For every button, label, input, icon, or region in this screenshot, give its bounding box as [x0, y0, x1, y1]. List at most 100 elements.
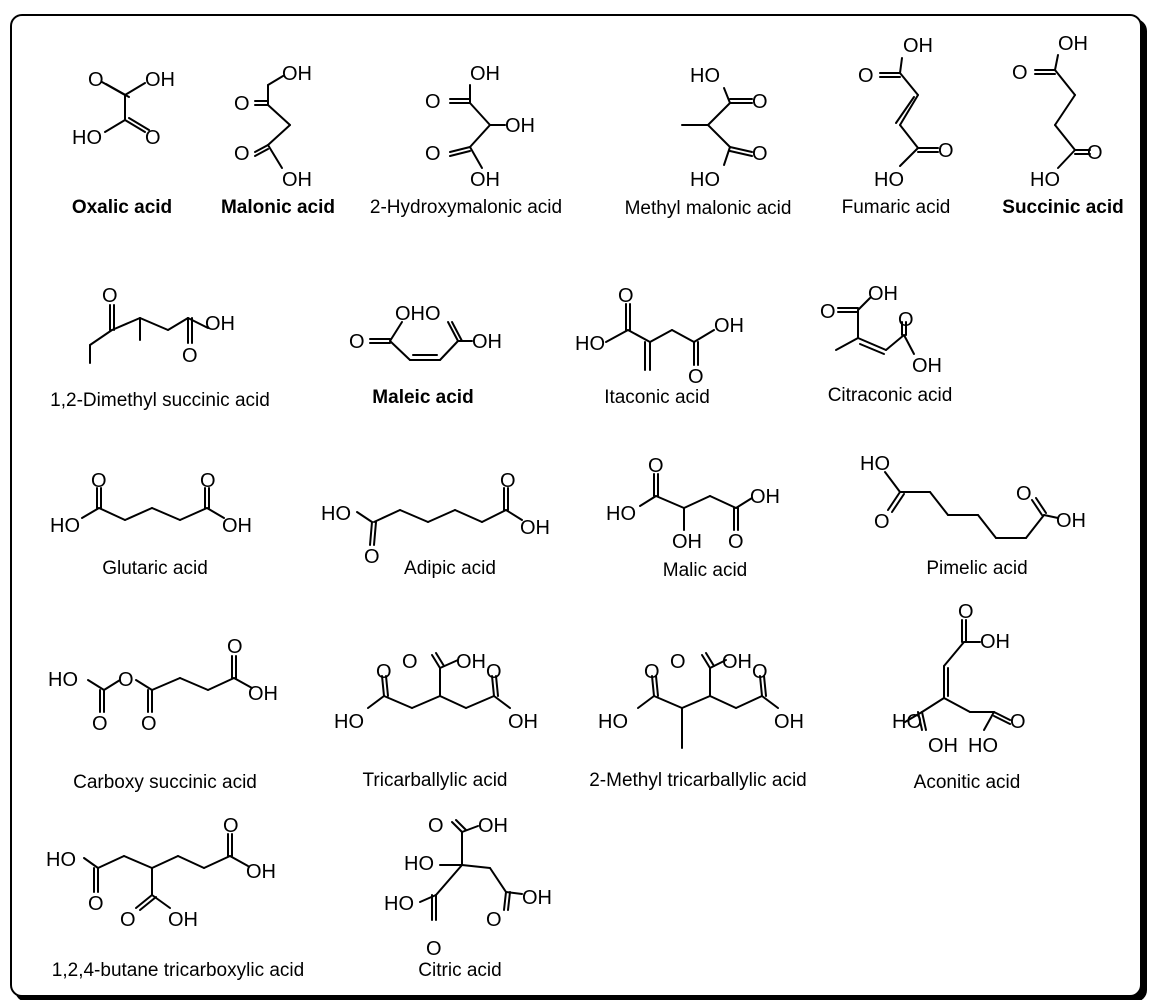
atom-label: OH [774, 711, 804, 733]
atom-label: HO [72, 127, 102, 149]
atom-label: OH [282, 63, 312, 85]
structure-dimethylsuccinic: O OH O [89, 285, 235, 367]
atom-label: O [428, 815, 444, 837]
atom-label: O [425, 143, 441, 165]
atom-label: O [182, 345, 198, 367]
atom-label: O [91, 470, 107, 492]
atom-label: OH [456, 651, 486, 673]
atom-label: OH [1056, 510, 1086, 532]
atom-label: HO [48, 669, 78, 691]
atom-label: OH [520, 517, 550, 539]
atom-label: HO [874, 169, 904, 191]
structure-itaconic: O HO OH O [575, 285, 744, 388]
atom-label: O [425, 303, 441, 325]
atom-label: O [349, 331, 365, 353]
compound-name-carboxysuccinic: Carboxy succinic acid [73, 772, 257, 793]
atom-label: O [120, 909, 136, 931]
structure-malic: O HO OH OH O [606, 455, 780, 553]
atom-label: OH [395, 303, 425, 325]
atom-label: OH [980, 631, 1010, 653]
structure-fumaric: OH O O HO [858, 35, 954, 191]
structure-citraconic: O OH O OH [820, 283, 942, 377]
compound-name-aconitic: Aconitic acid [913, 772, 1021, 793]
compound-name-fumaric: Fumaric acid [841, 197, 951, 218]
atom-label: HO [690, 169, 720, 191]
atom-label: O [874, 511, 890, 533]
atom-label: O [644, 661, 660, 683]
atom-label: O [728, 531, 744, 553]
atom-label: OH [205, 313, 235, 335]
compound-name-glutaric: Glutaric acid [102, 558, 208, 579]
atom-label: O [426, 938, 442, 960]
atom-label: OH [750, 486, 780, 508]
atom-label: HO [46, 849, 76, 871]
compound-name-dimethylsuccinic: 1,2-Dimethyl succinic acid [50, 390, 270, 411]
figure-frame [10, 14, 1142, 997]
atom-label: OH [246, 861, 276, 883]
atom-label: O [88, 893, 104, 915]
atom-label: OH [505, 115, 535, 137]
atom-label: OH [470, 169, 500, 191]
atom-label: OH [282, 169, 312, 191]
structure-maleic: O OH O OH [349, 303, 502, 361]
atom-label: O [618, 285, 634, 307]
atom-label: O [486, 909, 502, 931]
atom-label: O [118, 669, 134, 691]
structure-hydroxymalonic: OH O OH O OH [425, 63, 535, 191]
atom-label: O [500, 470, 516, 492]
atom-label: OH [478, 815, 508, 837]
compound-name-citraconic: Citraconic acid [827, 385, 953, 406]
atom-label: OH [672, 531, 702, 553]
atom-label: O [670, 651, 686, 673]
atom-label: O [1016, 483, 1032, 505]
compound-name-succinic: Succinic acid [1002, 197, 1124, 218]
atom-label: O [92, 713, 108, 735]
atom-label: OH [508, 711, 538, 733]
atom-label: O [1087, 142, 1103, 164]
atom-label: O [376, 661, 392, 683]
structure-methylmalonic: HO O O HO [681, 65, 768, 191]
atom-label: O [958, 601, 974, 623]
atom-label: O [227, 636, 243, 658]
atom-label: O [1010, 711, 1026, 733]
compound-name-itaconic: Itaconic acid [604, 387, 710, 408]
structure-oxalic: O OH HO O [72, 69, 175, 149]
atom-label: O [364, 546, 380, 568]
compound-name-adipic: Adipic acid [404, 558, 496, 579]
atom-label: OH [168, 909, 198, 931]
atom-label: OH [522, 887, 552, 909]
atom-label: O [145, 127, 161, 149]
atom-label: OH [472, 331, 502, 353]
atom-label: OH [714, 315, 744, 337]
atom-label: O [141, 713, 157, 735]
atom-label: HO [968, 735, 998, 757]
atom-label: OH [222, 515, 252, 537]
atom-label: O [88, 69, 104, 91]
atom-label: HO [690, 65, 720, 87]
structure-butanetricarboxylic: HO O O OH O OH [46, 815, 276, 931]
atom-label: OH [868, 283, 898, 305]
structure-aconitic: O OH HO O OH HO [892, 601, 1026, 757]
atom-label: OH [903, 35, 933, 57]
compound-name-tricarballylic: Tricarballylic acid [362, 770, 508, 791]
atom-label: O [425, 91, 441, 113]
atom-label: O [898, 309, 914, 331]
atom-label: HO [860, 453, 890, 475]
atom-label: HO [598, 711, 628, 733]
atom-label: HO [892, 711, 922, 733]
structure-pimelic: HO O O OH [860, 453, 1086, 539]
atom-label: O [752, 143, 768, 165]
atom-label: O [402, 651, 418, 673]
compound-name-citric: Citric acid [418, 960, 502, 981]
compound-name-methylmalonic: Methyl malonic acid [624, 198, 792, 219]
compound-name-methyltricarballylic: 2-Methyl tricarballylic acid [589, 770, 807, 791]
atom-label: HO [575, 333, 605, 355]
atom-label: HO [334, 711, 364, 733]
atom-label: OH [1058, 33, 1088, 55]
structure-citric: O OH HO HO OH O O [384, 815, 552, 960]
atom-label: O [688, 366, 704, 388]
atom-label: O [234, 143, 250, 165]
compound-name-maleic: Maleic acid [372, 387, 474, 408]
atom-label: OH [928, 735, 958, 757]
